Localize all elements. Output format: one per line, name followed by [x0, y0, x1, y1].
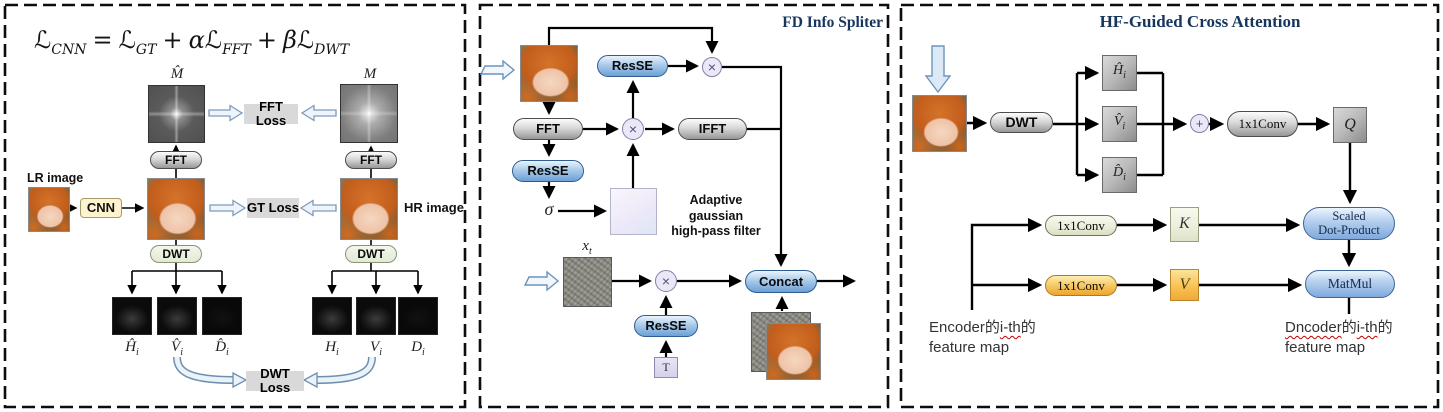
d-subband-box: D̂i: [1102, 157, 1137, 193]
panel-title-hf-cross-attention: HF-Guided Cross Attention: [1099, 12, 1301, 31]
v-box: V: [1170, 269, 1199, 301]
ifft-node: IFFT: [678, 118, 747, 140]
sr-face-image: [147, 178, 205, 240]
resse-node-top: ResSE: [597, 55, 668, 77]
dwt-node-sr: DWT: [150, 245, 202, 263]
fft-node-hr: FFT: [345, 151, 397, 169]
t-box: T: [654, 357, 678, 378]
wavelet-subband-image-sr-v: [157, 297, 197, 335]
decoder-feature-map-label: Dncoder的i-th的 feature map: [1285, 319, 1393, 357]
stacked-face-image: [766, 323, 821, 380]
gaussian-filter-box: [610, 188, 657, 235]
sr-d-label: D̂i: [215, 339, 229, 358]
xt-label: xt: [582, 238, 592, 257]
flow-arrow-icon: [208, 104, 244, 122]
concat-node: Concat: [745, 270, 817, 293]
hr-image-label: HR image: [404, 200, 464, 215]
curved-arrow-icons: [173, 356, 376, 389]
multiply-op-mid: ×: [622, 118, 644, 140]
lr-face-image: [28, 187, 70, 232]
fft-loss-box: FFT Loss: [244, 100, 298, 127]
fft-node: FFT: [513, 118, 583, 140]
gt-loss-box: GT Loss: [247, 198, 299, 218]
flow-arrow-icon: [299, 199, 337, 217]
sr-spectrum-label: M̂: [170, 66, 184, 82]
hr-d-label: Di: [411, 339, 425, 358]
panel-border-fd-info-spliter: [478, 3, 890, 409]
lr-image-label: LR image: [27, 171, 84, 185]
flow-arrow-icons: [208, 104, 337, 217]
encoder-feature-map-label: Encoder的i-th的 feature map: [929, 319, 1036, 357]
resse-node-bottom: ResSE: [634, 315, 698, 337]
sigma-label: σ: [544, 199, 554, 219]
input-arrow-icon: [523, 270, 560, 292]
wavelet-subband-image-sr-d: [202, 297, 242, 335]
multiply-op-bottom: ×: [655, 270, 677, 292]
sr-h-label: Ĥi: [125, 339, 139, 358]
fft-node-sr: FFT: [150, 151, 202, 169]
dwt-node: DWT: [990, 112, 1053, 133]
hr-v-label: Vi: [370, 339, 382, 358]
conv1x1-v-node: 1x1Conv: [1045, 275, 1117, 296]
panel-title-fd-info-spliter: FD Info Spliter: [782, 14, 883, 31]
dwt-loss-box: DWT Loss: [246, 367, 304, 394]
sr-fft-spectrum-image: [148, 85, 205, 143]
add-op: +: [1190, 114, 1209, 133]
flow-arrow-icon: [209, 199, 247, 217]
wavelet-subband-image-hr-d: [398, 297, 438, 335]
input-face-image: [520, 45, 578, 102]
k-box: K: [1170, 207, 1199, 242]
hr-fft-spectrum-image: [340, 84, 398, 143]
loss-formula: ℒCNN=ℒGT+αℒFFT+βℒDWT: [34, 26, 350, 58]
matmul-node: MatMul: [1305, 270, 1395, 298]
multiply-op-top: ×: [702, 57, 722, 77]
resse-node-low: ResSE: [512, 160, 584, 182]
input-face-image-right: [912, 95, 967, 152]
noisy-latent-image: [563, 257, 612, 307]
dwt-node-hr: DWT: [345, 245, 397, 263]
v-subband-box: V̂i: [1102, 106, 1137, 142]
q-box: Q: [1333, 107, 1367, 143]
hr-h-label: Hi: [325, 339, 339, 358]
conv1x1-k-node: 1x1Conv: [1045, 215, 1117, 236]
hr-spectrum-label: M: [363, 66, 377, 82]
input-arrow-icon: [479, 59, 516, 81]
panel-border-hf-cross-attention: [899, 3, 1440, 409]
wavelet-subband-image-sr-h: [112, 297, 152, 335]
sr-v-label: V̂i: [171, 339, 183, 358]
input-down-arrow-icon: [924, 45, 952, 94]
conv1x1-q-node: 1x1Conv: [1227, 111, 1298, 137]
flow-arrow-icon: [300, 104, 337, 122]
wavelet-subband-image-hr-h: [312, 297, 352, 335]
wavelet-subband-image-hr-v: [356, 297, 396, 335]
h-subband-box: Ĥi: [1102, 55, 1137, 91]
hr-face-image: [340, 178, 398, 240]
cnn-box: CNN: [80, 198, 122, 218]
panel-border-loss: [3, 3, 467, 409]
